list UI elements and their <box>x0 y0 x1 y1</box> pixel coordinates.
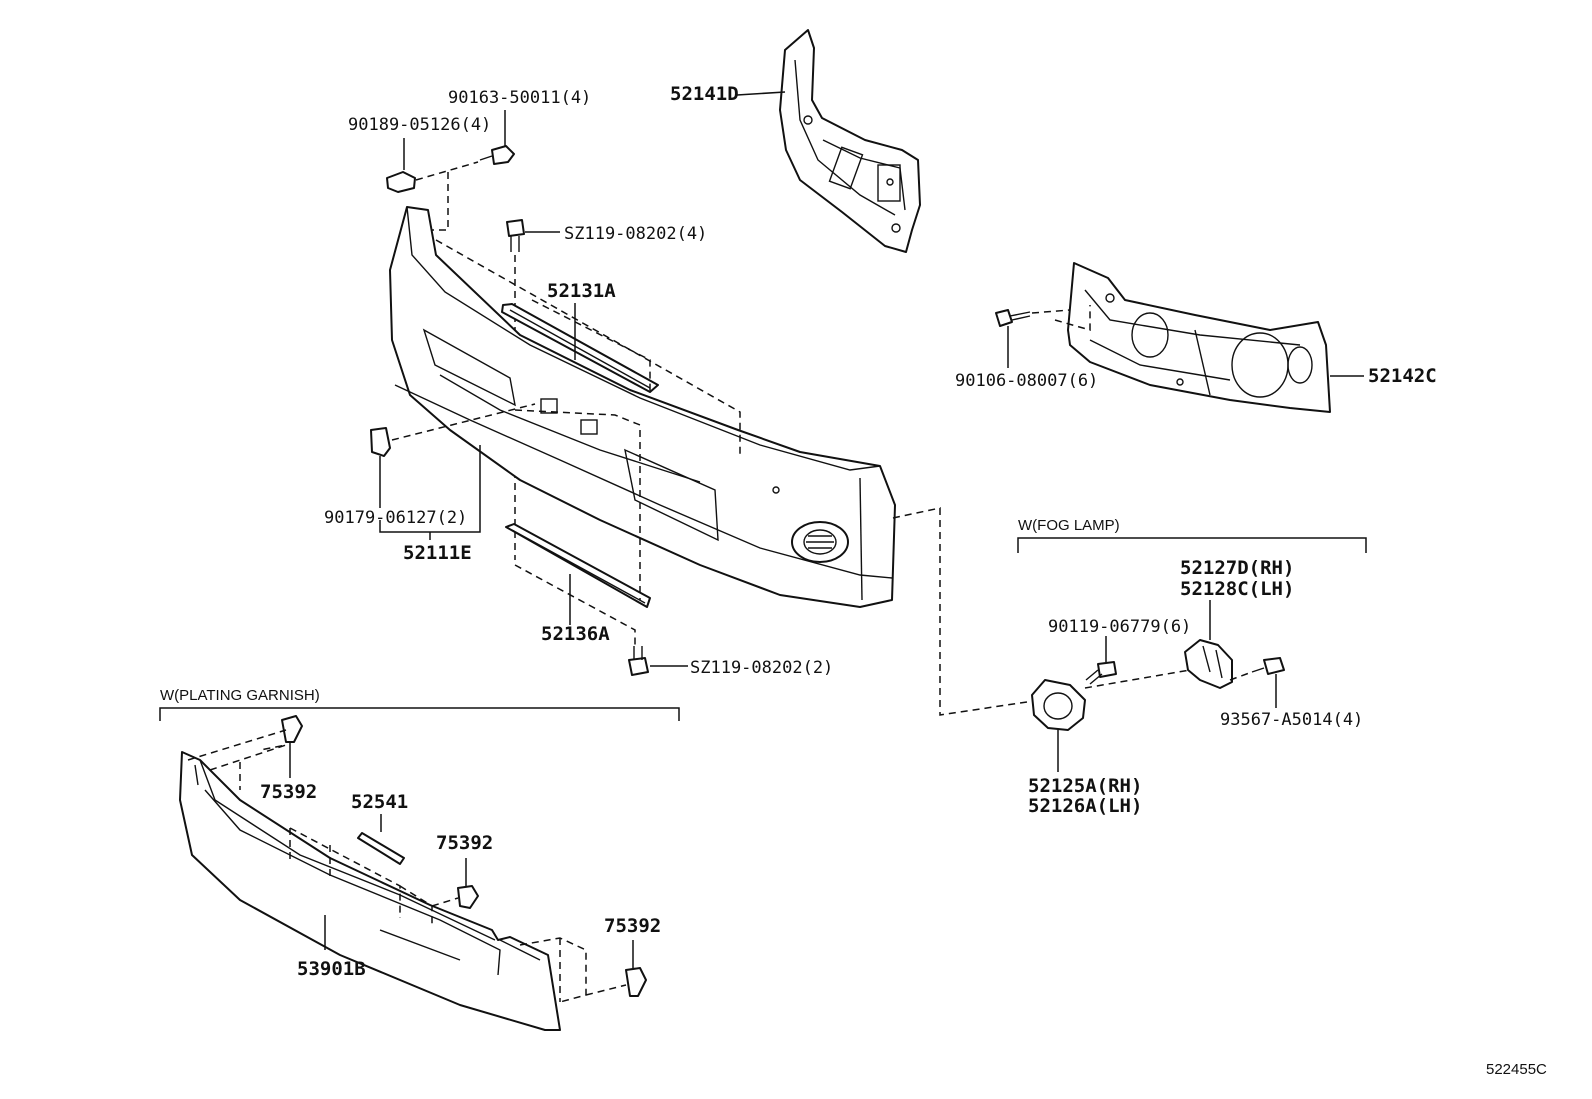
label-53901b: 53901B <box>297 958 366 980</box>
label-52136a: 52136A <box>541 623 610 645</box>
clip-75392-c <box>625 967 647 997</box>
label-93567: 93567-A5014(4) <box>1220 710 1363 730</box>
bumper-stay-52141d <box>779 29 921 253</box>
label-90163: 90163-50011(4) <box>448 88 591 108</box>
label-75392-b: 75392 <box>436 832 493 854</box>
label-52128c: 52128C(LH) <box>1180 578 1294 600</box>
label-90119: 90119-06779(6) <box>1048 617 1191 637</box>
fog-lamp-group-bracket <box>1017 537 1367 553</box>
label-52141d: 52141D <box>670 83 739 105</box>
fog-lamp-cover-52125a <box>1031 679 1086 731</box>
bumper-stay-52142c <box>1067 262 1331 413</box>
label-52131a: 52131A <box>547 280 616 302</box>
label-90106: 90106-08007(6) <box>955 371 1098 391</box>
bolt-sz119-top <box>506 219 525 252</box>
screw-90119 <box>1085 661 1117 685</box>
fog-lamp-group-title: W(FOG LAMP) <box>1018 517 1120 534</box>
label-sz119-bottom: SZ119-08202(2) <box>690 658 833 678</box>
bracket-52136a <box>505 523 651 608</box>
clip-75392-b <box>457 885 479 909</box>
label-75392-a: 75392 <box>260 781 317 803</box>
label-90179: 90179-06127(2) <box>324 508 467 528</box>
bolt-90163 <box>479 145 515 165</box>
diagram-code: 522455C <box>1486 1061 1547 1078</box>
plating-garnish-group-title: W(PLATING GARNISH) <box>160 687 320 704</box>
label-75392-c: 75392 <box>604 915 661 937</box>
screw-93567 <box>1251 657 1285 675</box>
label-52142c: 52142C <box>1368 365 1437 387</box>
bolt-90106 <box>995 309 1031 327</box>
label-52125a: 52125A(RH) <box>1028 775 1142 797</box>
label-sz119-top: SZ119-08202(4) <box>564 224 707 244</box>
label-52541: 52541 <box>351 791 408 813</box>
label-52111e: 52111E <box>403 542 472 564</box>
label-52126a: 52126A(LH) <box>1028 795 1142 817</box>
front-bumper-52111e <box>389 206 896 608</box>
bolt-sz119-bottom <box>628 646 649 676</box>
moulding-52541 <box>357 832 405 865</box>
plating-garnish-group-bracket <box>159 707 680 721</box>
fog-lamp-52127d <box>1184 639 1233 689</box>
nut-90189 <box>386 171 416 193</box>
clip-90179 <box>370 427 391 457</box>
label-52127d: 52127D(RH) <box>1180 557 1294 579</box>
reinforcement-52131a <box>501 303 659 393</box>
clip-75392-a <box>281 715 303 743</box>
label-90189: 90189-05126(4) <box>348 115 491 135</box>
